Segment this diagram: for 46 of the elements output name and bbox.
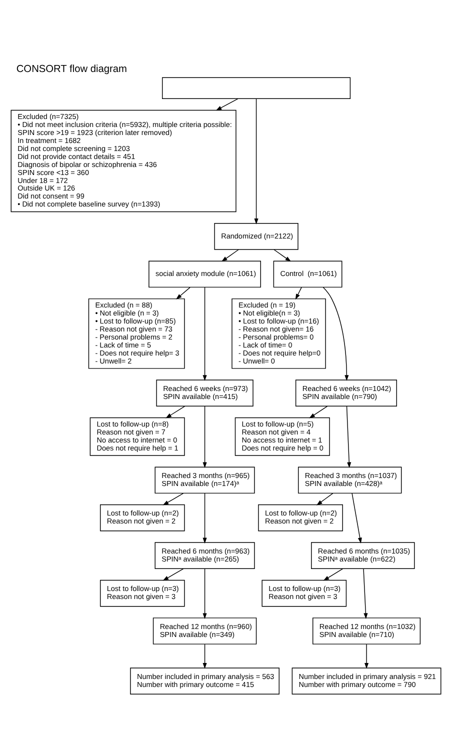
arrow <box>254 98 258 224</box>
node-box: Excluded (n = 88) • Not eligible (n = 3) • Lost to follow-up (n=85) - Reason not given = 73 - Personal problems = 2 - Lack of time = 5 - Does not require help= 3 - Unwell= 2 <box>88 298 185 368</box>
arrow <box>176 286 190 299</box>
arrow <box>322 286 349 380</box>
node-box: Lost to follow-up (n=2) Reason not given = 2 <box>258 504 343 531</box>
node-box: Control (n=1061) <box>273 260 342 288</box>
arrow <box>316 492 334 505</box>
node-box: Lost to follow-up (n=2) Reason not given = 2 <box>100 504 185 531</box>
node-box: Reached 6 weeks (n=973) SPIN available (n=415) <box>156 379 254 406</box>
node-box: Randomized (n=2122) <box>214 222 298 250</box>
arrow <box>162 568 184 580</box>
node-box: Reached 3 months (n=965) SPIN available (n=174)ᵃ <box>154 466 255 494</box>
arrow <box>202 405 207 468</box>
arrow <box>202 492 207 544</box>
node-box: Excluded (n=7325) • Did not meet inclusion criteria (n=5932), multiple criteria possible: SPIN score >19 = 1923 (criterion later removed) In treatment = 1682 Did not complete screening = 1203 Did not provide contact details = 451 Diagnosis of bipolar or schizophrenia = 436 SPIN score <13 = 360 Under 18 = 172 Outside UK = 126 Did not consent = 99 • Did not complete baseline survey (n=1393) <box>10 109 236 212</box>
node-box: Excluded (n = 19) • Not eligible(n = 3) • Lost to follow-up (n=16) - Reason not given= 16 - Personal problems= 0 - Lack of time= 0 - Does not require help=0 - Unwell= 0 <box>232 298 326 368</box>
arrow <box>216 98 238 110</box>
node-box: social anxiety module (n=1061) <box>148 260 261 288</box>
node-box: Lost to follow-up (n=3) Reason not given = 3 <box>100 579 185 606</box>
node-box: Number included in primary analysis = 921 Number with primary outcome = 790 <box>292 667 442 694</box>
node-box: Reached 3 months (n=1037) SPIN available (n=428)ᵃ <box>298 466 402 494</box>
node-box: Reached 12 months (n=960) SPIN available (n=349) <box>152 617 257 644</box>
arrow <box>274 248 292 262</box>
arrow <box>309 405 328 418</box>
arrow <box>295 286 302 300</box>
node-box: Lost to follow-up (n=8) Reason not given = 7 No access to internet = 0 Does not require help = 1 <box>90 416 185 456</box>
node-box: Reached 6 months (n=963) SPINᵃ available (n=265) <box>154 542 255 568</box>
node-box: Number included in primary analysis = 563 Number with primary outcome = 415 <box>130 667 280 694</box>
arrow <box>166 405 186 418</box>
node-box <box>162 76 351 98</box>
node-box: Reached 6 months (n=1035) SPINᵃ available (n=622) <box>311 542 415 568</box>
node-box: Reached 12 months (n=1032) SPIN available (n=710) <box>312 617 421 644</box>
arrow <box>364 643 369 668</box>
arrow <box>323 568 344 580</box>
arrow <box>352 492 362 544</box>
arrow <box>363 568 368 618</box>
diagram-title: CONSORT flow diagram <box>16 63 128 74</box>
node-box: Lost to follow-up (n=5) Reason not given = 4 No access to internet = 1 Does not require help = 0 <box>234 416 330 456</box>
arrow <box>202 286 207 380</box>
arrow <box>162 492 184 505</box>
arrow <box>202 568 207 618</box>
node-box: Reached 6 weeks (n=1042) SPIN available (n=790) <box>295 379 397 406</box>
arrow <box>221 248 239 262</box>
arrow <box>346 405 352 468</box>
node-box: Lost to follow-up (n=3) Reason not given = 3 <box>262 579 347 606</box>
arrow <box>202 643 207 668</box>
